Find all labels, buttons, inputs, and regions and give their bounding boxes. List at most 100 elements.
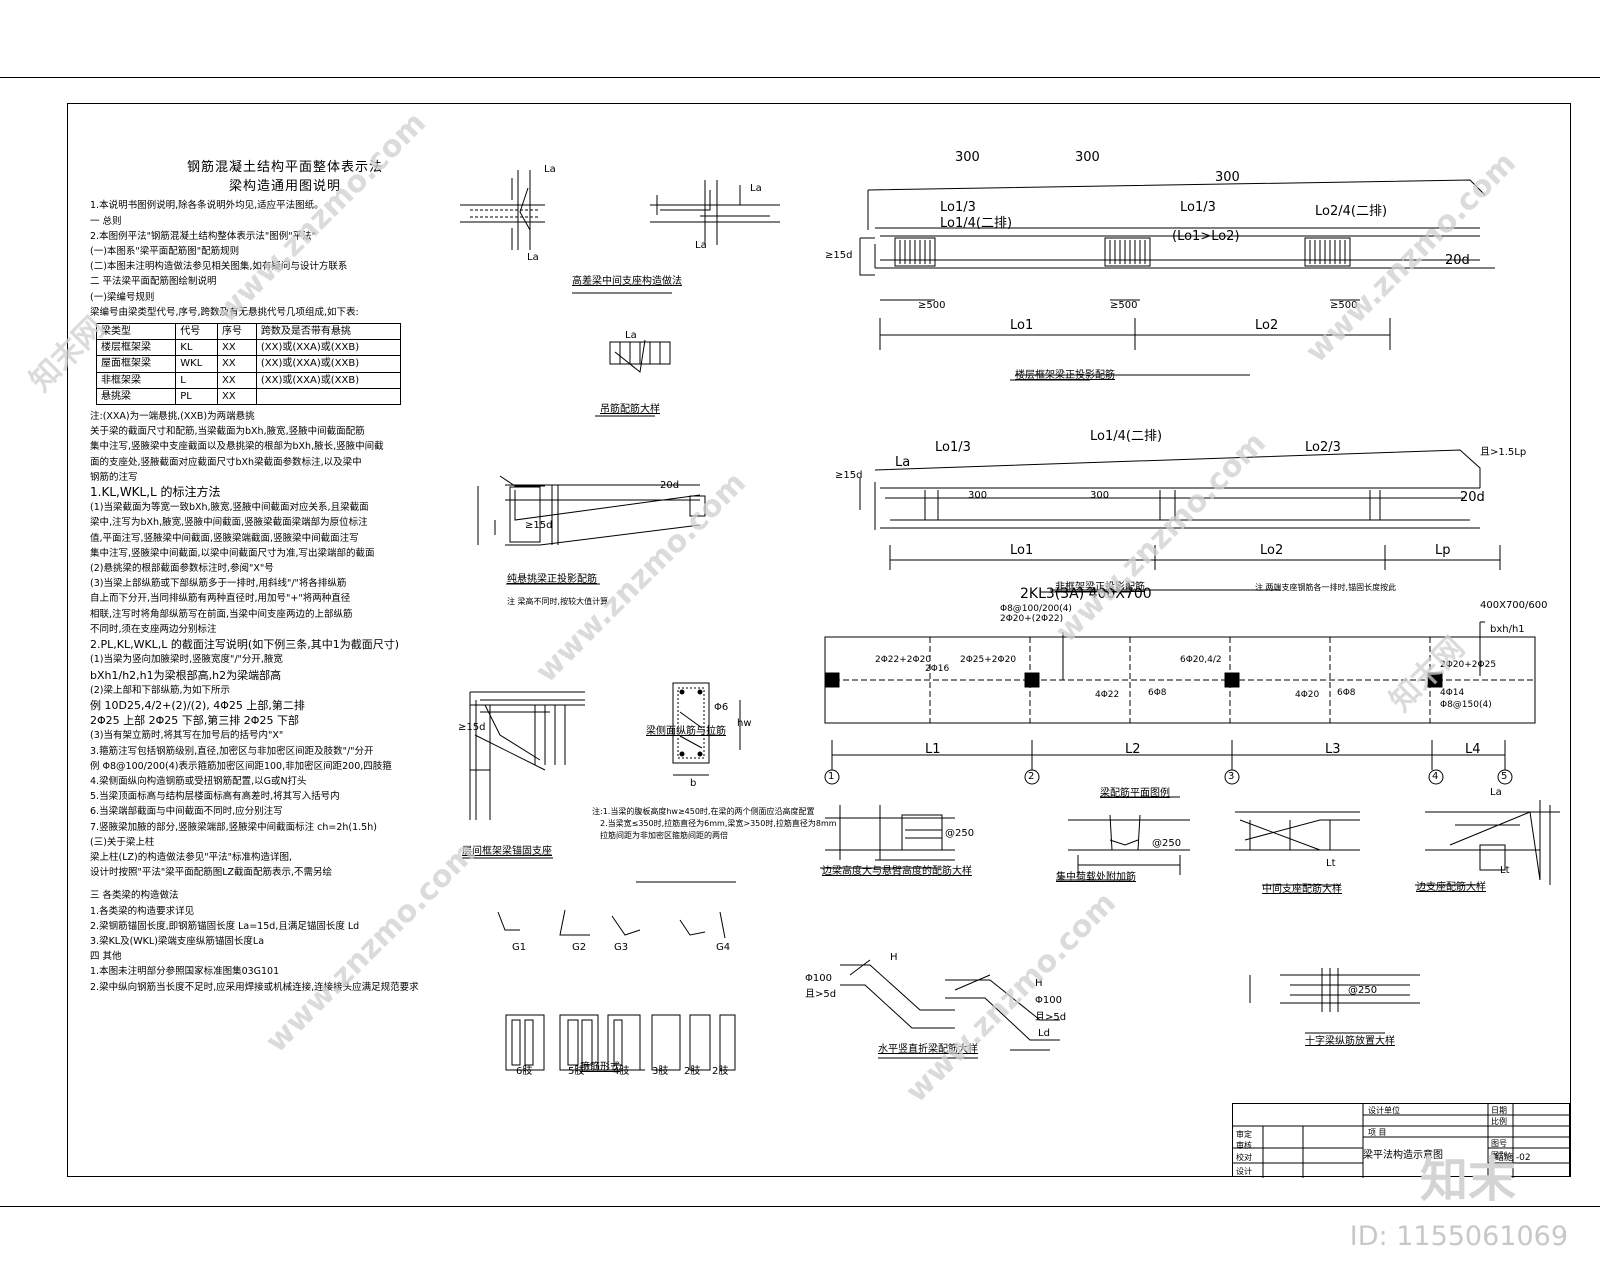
table-cell: [255, 387, 402, 406]
dim-5d: 且>5d: [805, 989, 837, 1000]
tb-label: 项 目: [1368, 1128, 1387, 1137]
note-line: 四 其他: [90, 951, 122, 963]
beam-code-table: 梁类型 代号 序号 跨数及是否带有悬挑 楼层框架梁 KL XX (XX)或(XX…: [95, 323, 402, 406]
tb-right-label: 比例: [1491, 1117, 1507, 1126]
dim-lt: Lt: [1326, 858, 1336, 869]
tb-label: 设计单位: [1368, 1106, 1400, 1115]
table-row: 楼层框架梁 KL XX (XX)或(XXA)或(XXB): [95, 339, 402, 357]
notes-title: 钢筋混凝土结构平面整体表示法: [186, 160, 383, 175]
note-line: 自上而下分开,当同排纵筋有两种直径时,用加号"+"将两种直径: [90, 593, 351, 605]
tb-role: 设计: [1236, 1167, 1252, 1176]
dim-100: Φ100: [1035, 995, 1062, 1006]
dim-20d: 20d: [1460, 490, 1485, 505]
note-line: (一)梁编号规则: [90, 291, 155, 303]
dim-250: @250: [1152, 838, 1182, 849]
dim-lo1: Lo1: [1010, 318, 1034, 333]
dim-la: La: [625, 330, 637, 341]
note-line: 三 各类梁的构造做法: [90, 890, 179, 902]
stirrup-label: 4肢: [613, 1066, 630, 1077]
dim-lt: Lt: [1500, 865, 1510, 876]
dim-la: La: [527, 252, 539, 263]
dim-500: ≥500: [1330, 300, 1358, 311]
dim-lo1-3: Lo1/3: [1180, 200, 1216, 215]
stirrup-label: 6肢: [516, 1066, 533, 1077]
note-line: 2.PL,KL,WKL,L 的截面注写说明(如下例三条,其中1为截面尺寸): [90, 638, 400, 652]
note-line: 关于梁的截面尺寸和配筋,当梁截面为bXh,腋宽,竖腋中间截面配筋: [90, 426, 365, 438]
note-line: 例 Φ8@100/200(4)表示箍筋加密区间距100,非加密区间距200,四肢…: [90, 760, 392, 772]
dim-15d: ≥15d: [458, 722, 486, 733]
caption-nonframe-beam: 非框架梁正投影配筋: [1055, 582, 1145, 593]
table-header: 代号: [175, 323, 218, 341]
note-line: 2.本图例平法"钢筋混凝土结构整体表示法"图例"平法": [90, 230, 317, 242]
note-line: (3)当梁上部纵筋或下部纵筋多于一排时,用斜线"/"将各排纵筋: [90, 578, 347, 590]
beam-top-bar-label: 2Φ20+(2Φ22): [1000, 614, 1064, 624]
note-line: 设计时按照"平法"梁平面配筋图LZ截面配筋表示,不需另绘: [90, 867, 333, 879]
bar-label: 2Φ20+2Φ25: [1440, 660, 1497, 670]
general-notes: 钢筋混凝土结构平面整体表示法 梁构造通用图说明 1.本说明书图例说明,除各条说明…: [90, 160, 480, 995]
note-line: 例 10D25,4/2+(2)/(2), 4Φ25 上部,第二排: [90, 698, 305, 712]
stirrup-label: 5肢: [568, 1066, 585, 1077]
axis-label: 5: [1501, 771, 1508, 782]
dim-300: 300: [1075, 150, 1100, 165]
bar-label: 4Φ20: [1295, 690, 1320, 700]
note-line: 梁上柱(LZ)的构造做法参见"平法"标准构造详图,: [90, 851, 292, 863]
tb-drawing-number: 结施 -02: [1495, 1153, 1531, 1163]
table-cell: 悬挑梁: [95, 387, 177, 406]
dim-300: 300: [955, 150, 980, 165]
axis-label: 1: [828, 771, 835, 782]
beam-size-label-2: bxh/h1: [1490, 624, 1525, 635]
axis-label: 3: [1228, 771, 1235, 782]
note-line: (1)当梁为竖向加腋梁时,竖腋宽度"/"分开,腋宽: [90, 654, 283, 666]
detail-nonframe-beam: [859, 449, 1501, 591]
dim-lo2: Lo2: [1260, 543, 1284, 558]
detail-concentrated-load: [1068, 814, 1190, 875]
note-line: 集中注写,竖腋梁中支座截面以及悬挑梁的根部为bXh,腋长,竖腋中间截: [90, 441, 384, 453]
span-label: L2: [1125, 742, 1141, 757]
axis-label: 2: [1028, 771, 1035, 782]
tb-right-label: 日期: [1491, 1106, 1507, 1115]
dim-100: Φ100: [805, 973, 832, 984]
detail-cantilever: [477, 475, 706, 546]
note-line: 集中注写,竖腋梁中间截面,以梁中间截面尺寸为准,写出梁端部的截面: [90, 547, 375, 559]
dim-la: La: [750, 183, 762, 194]
caption-anchorage: 层间框架梁锚固支座: [462, 846, 552, 857]
title-block-grid: [1233, 1104, 1571, 1178]
stirrup-label: 2肢: [712, 1066, 729, 1077]
note-line: 值,平面注写,竖腋梁中间截面,竖腋梁端截面,竖腋梁中间截面注写: [90, 532, 359, 544]
span-label: L3: [1325, 742, 1341, 757]
caption-side-section: 梁侧面纵筋与拉筋: [646, 726, 726, 737]
detail-side-section: [672, 682, 741, 776]
table-cell: 楼层框架梁: [95, 339, 177, 357]
table-cell: (XX)或(XXA)或(XXB): [255, 339, 402, 357]
note-line: 钢筋的注写: [90, 471, 138, 483]
drawing-outer-frame: [0, 77, 1600, 1207]
detail-mid-support: [1235, 811, 1360, 851]
title-block: 设计单位 项 目 审定 审核 校对 设计 日期 比例 图号 图别 梁平法构造示意…: [1232, 1103, 1571, 1178]
dim-300: 300: [968, 490, 988, 501]
dim-lo1-4: Lo1/4(二排): [1090, 429, 1163, 444]
note-line: (一)本图系"梁平面配筋图"配筋规则: [90, 246, 240, 258]
dim-300: 300: [1090, 490, 1110, 501]
span-label: L4: [1465, 742, 1481, 757]
caption-height-diff-support: 高差梁中间支座构造做法: [572, 276, 682, 287]
dim-la: La: [695, 240, 707, 251]
note-line: 面的支座处,竖腋截面对应截面尺寸bXh梁截面参数标注,以及梁中: [90, 456, 362, 468]
detail-edge-beam: [825, 805, 955, 861]
cantilever-note: 注 梁高不同时,按较大值计算: [507, 597, 609, 606]
tb-right-label: 图别: [1491, 1151, 1507, 1160]
note-line: 不同时,须在支座两边分别标注: [90, 623, 217, 635]
caption-edge-beam: 边梁高度大与悬臂高度的配筋大样: [822, 866, 972, 877]
table-cell: (XX)或(XXA)或(XXB): [255, 355, 402, 373]
dim-500: ≥500: [918, 300, 946, 311]
stirrup-label: 3肢: [652, 1066, 669, 1077]
dim-b: b: [690, 778, 697, 789]
table-cell: 屋面框架梁: [95, 355, 177, 373]
note-line: 1.本说明书图例说明,除各条说明外均见,适应平法图纸。: [90, 200, 324, 212]
caption-cross-beam: 十字梁纵筋放置大样: [1305, 1036, 1395, 1047]
bar-label: 4Φ14: [1440, 688, 1465, 698]
table-cell: 非框架梁: [95, 371, 177, 389]
note-line: 相联,注写时将角部纵筋写在前面,当梁中间支座两边的上部纵筋: [90, 608, 353, 620]
dim-20d: 20d: [1445, 253, 1470, 268]
caption-floor-frame-beam: 楼层框架梁正投影配筋: [1015, 370, 1115, 381]
dim-la: La: [895, 455, 911, 470]
